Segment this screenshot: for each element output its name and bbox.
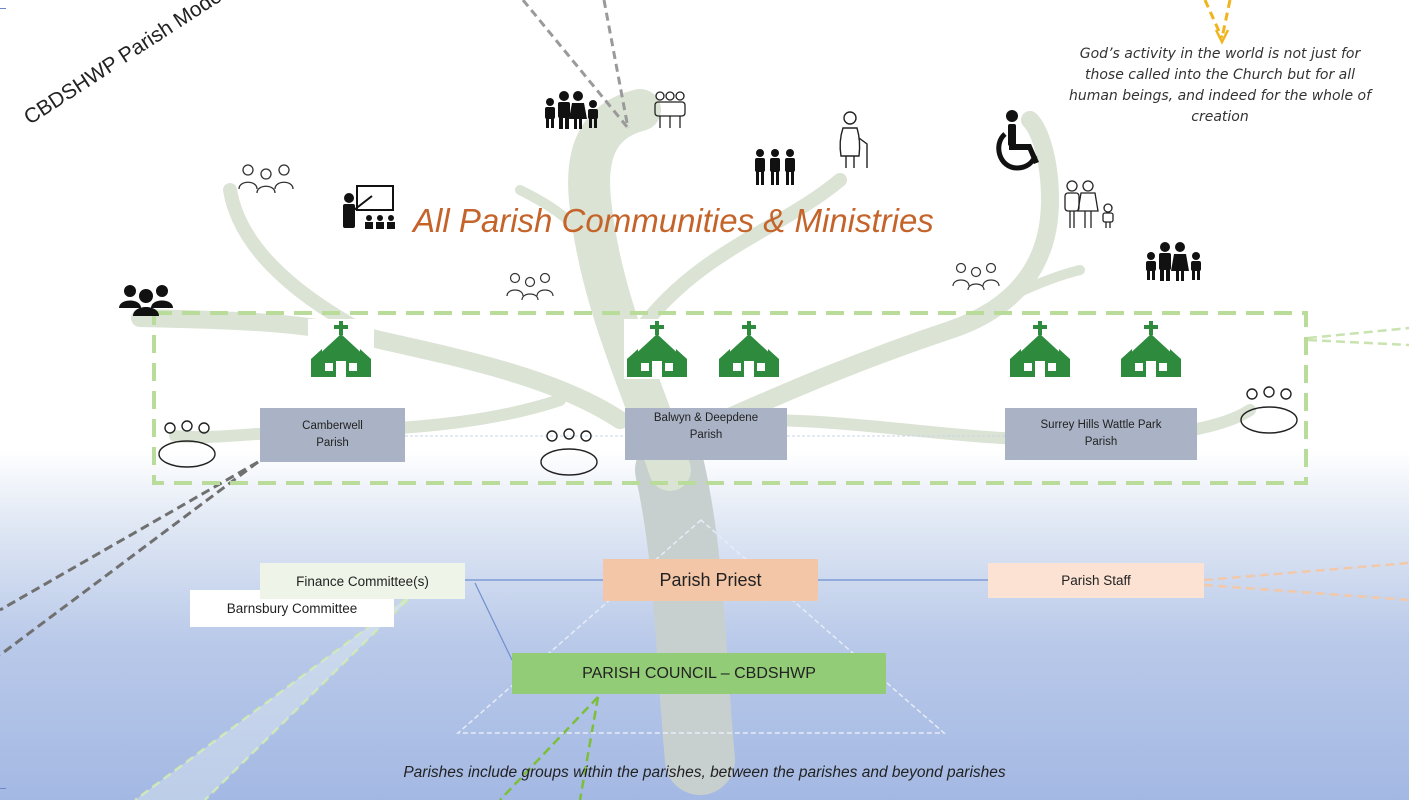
church-icon <box>1007 319 1073 379</box>
parish-staff-label: Parish Staff <box>1061 573 1131 588</box>
parish-name: Camberwell <box>302 420 363 432</box>
church-icon <box>308 319 374 379</box>
people-group-icon <box>654 91 686 128</box>
elderly-person-icon <box>839 111 868 168</box>
parish-staff-box[interactable]: Parish Staff <box>988 563 1204 598</box>
user-group-icon <box>238 164 294 193</box>
parish-suffix: Parish <box>1084 436 1118 448</box>
frame-tick <box>0 788 6 789</box>
teacher-icon <box>343 185 395 229</box>
quote-text: God’s activity in the world is not just … <box>1068 46 1372 125</box>
finance-committee-label: Finance Committee(s) <box>296 573 429 589</box>
church-icon <box>716 319 782 379</box>
user-group-icon <box>506 272 554 300</box>
frame-tick <box>0 8 6 9</box>
wheelchair-icon <box>996 110 1039 171</box>
main-title: All Parish Communities & Ministries <box>413 202 934 239</box>
parish-suffix: Parish <box>689 429 723 441</box>
meeting-table-icon <box>1240 386 1298 434</box>
user-group-icon <box>952 262 1000 290</box>
user-group-icon <box>119 285 173 316</box>
parish-council-box[interactable]: PARISH COUNCIL – CBDSHWP <box>512 653 886 694</box>
parish-name: Surrey Hills Wattle Park <box>1040 419 1162 431</box>
church-icon <box>1118 319 1184 379</box>
finance-committee-box[interactable]: Finance Committee(s) <box>260 563 465 599</box>
meeting-table-icon <box>540 428 598 476</box>
meeting-table-icon <box>158 420 216 468</box>
parish-council-label: PARISH COUNCIL – CBDSHWP <box>582 664 816 682</box>
family-icon <box>1064 180 1114 228</box>
barnsbury-committee-label: Barnsbury Committee <box>226 601 358 616</box>
family-icon <box>545 91 598 129</box>
parish-priest-box[interactable]: Parish Priest <box>603 559 818 601</box>
people-group-icon <box>755 149 795 185</box>
church-icon <box>624 319 690 379</box>
footer-caption: Parishes include groups within the paris… <box>403 764 1006 781</box>
parish-suffix: Parish <box>316 437 349 449</box>
parish-priest-label: Parish Priest <box>659 569 762 590</box>
family-icon <box>1146 242 1201 281</box>
parish-name: Balwyn & Deepdene <box>653 412 759 424</box>
